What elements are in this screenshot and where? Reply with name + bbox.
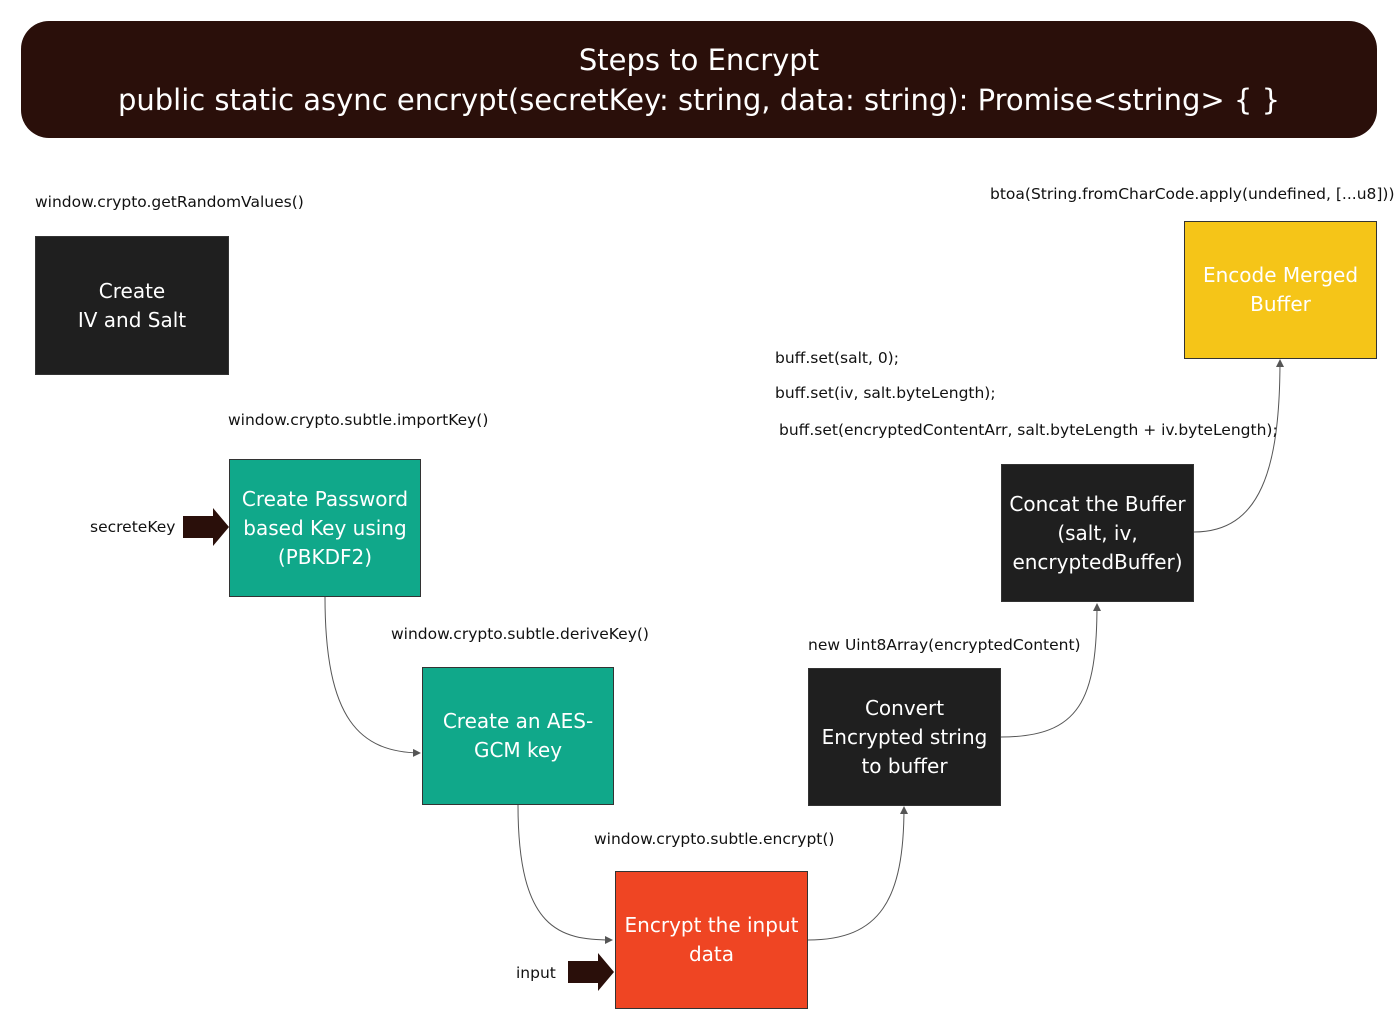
- header-banner: Steps to Encrypt public static async enc…: [21, 21, 1377, 138]
- step-encrypt-input: Encrypt the input data: [615, 871, 808, 1009]
- connector-concat-to-encode: [1193, 359, 1284, 533]
- connector-password-to-aes: [324, 596, 421, 757]
- input-label-input: input: [516, 964, 556, 982]
- connector-encrypt-to-convert: [807, 806, 908, 941]
- input-arrow-data: [568, 953, 614, 991]
- diagram-title: Steps to Encrypt: [578, 42, 820, 77]
- step-password-key: Create Password based Key using (PBKDF2): [229, 459, 421, 597]
- step-aes-gcm-key: Create an AES- GCM key: [422, 667, 614, 805]
- api-buff-set-content: buff.set(encryptedContentArr, salt.byteL…: [779, 421, 1278, 439]
- step-convert-buffer: Convert Encrypted string to buffer: [808, 668, 1001, 806]
- api-encrypt: window.crypto.subtle.encrypt(): [594, 830, 835, 848]
- api-getrandomvalues: window.crypto.getRandomValues(): [35, 193, 304, 211]
- api-buff-set-iv: buff.set(iv, salt.byteLength);: [775, 384, 996, 402]
- api-importkey: window.crypto.subtle.importKey(): [228, 411, 489, 429]
- api-btoa: btoa(String.fromCharCode.apply(undefined…: [990, 185, 1395, 203]
- api-uint8array: new Uint8Array(encryptedContent): [808, 636, 1081, 654]
- api-buff-set-salt: buff.set(salt, 0);: [775, 349, 899, 367]
- step-create-iv-salt: Create IV and Salt: [35, 236, 229, 375]
- connector-convert-to-concat: [1000, 603, 1101, 738]
- api-derivekey: window.crypto.subtle.deriveKey(): [391, 625, 649, 643]
- connector-aes-to-encrypt: [517, 804, 613, 944]
- function-signature: public static async encrypt(secretKey: s…: [117, 82, 1281, 117]
- input-label-secretekey: secreteKey: [90, 518, 176, 536]
- step-encode-merged-buffer: Encode Merged Buffer: [1184, 221, 1377, 359]
- step-concat-buffer: Concat the Buffer (salt, iv, encryptedBu…: [1001, 464, 1194, 602]
- input-arrow-secretkey: [183, 508, 229, 546]
